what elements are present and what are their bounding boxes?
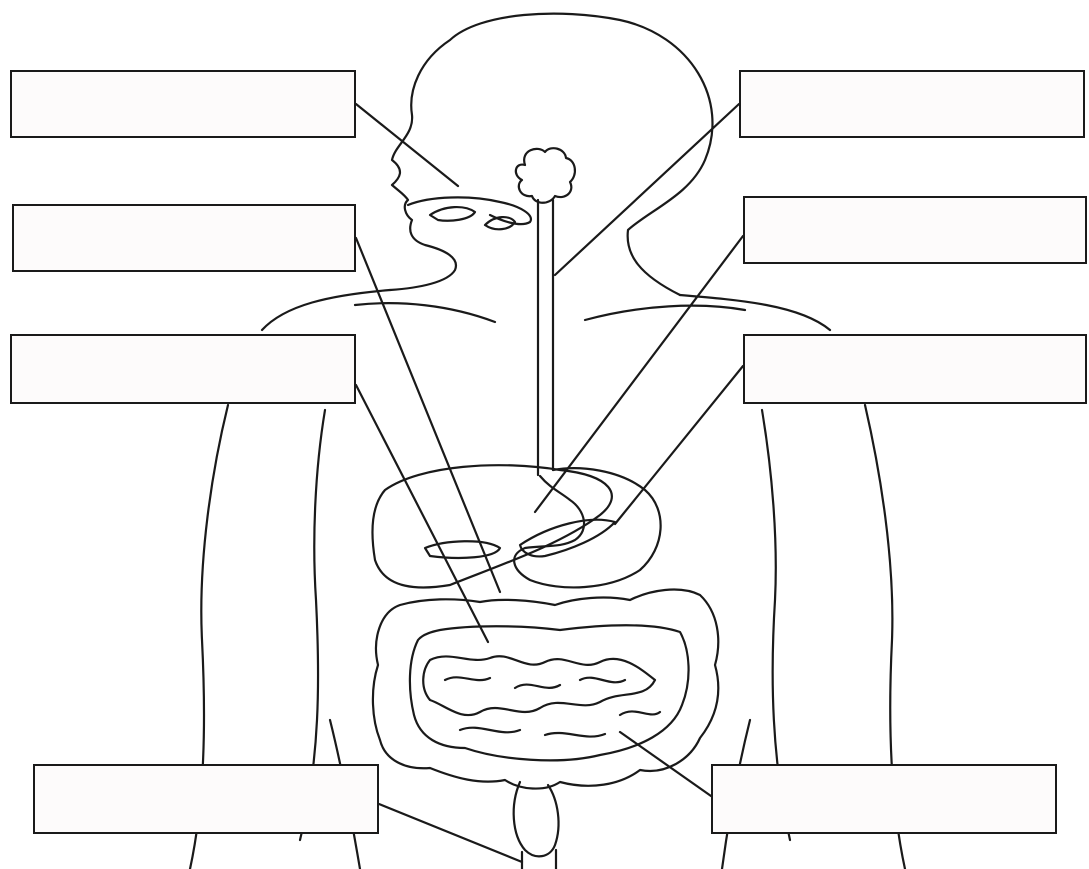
leader-line-right-2 [535, 236, 743, 512]
tongue [430, 207, 475, 221]
label-box-left-2[interactable] [12, 204, 356, 272]
collarbone-left [355, 303, 495, 322]
neck-left [262, 290, 390, 330]
small-intestine-coils [445, 677, 660, 736]
leader-line-right-1 [555, 104, 739, 275]
label-box-right-2[interactable] [743, 196, 1087, 264]
collarbone-right [585, 306, 745, 320]
large-intestine-inner [410, 625, 689, 760]
gallbladder [425, 541, 500, 558]
leader-line-left-4 [379, 804, 522, 862]
neck-right [680, 295, 830, 330]
label-box-left-4[interactable] [33, 764, 379, 834]
rectum [514, 782, 559, 856]
label-box-right-4[interactable] [711, 764, 1057, 834]
label-box-left-3[interactable] [10, 334, 356, 404]
label-box-right-1[interactable] [739, 70, 1085, 138]
leader-line-left-1 [356, 104, 458, 186]
label-box-right-3[interactable] [743, 334, 1087, 404]
head-outline [390, 14, 712, 295]
liver [372, 465, 611, 587]
esophagus [538, 200, 553, 475]
stomach [514, 468, 660, 587]
label-box-left-1[interactable] [10, 70, 356, 138]
leader-line-right-3 [615, 366, 743, 524]
leader-line-left-2 [356, 238, 500, 592]
salivary-gland [516, 148, 575, 203]
